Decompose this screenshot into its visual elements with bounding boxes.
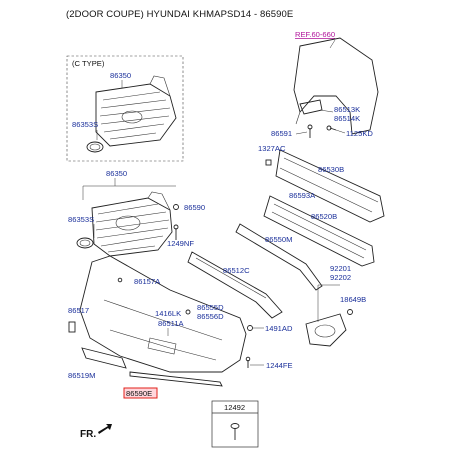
fender-bracket[interactable]	[299, 99, 323, 115]
label-86590[interactable]: 86590	[184, 203, 205, 212]
front-fender[interactable]	[293, 37, 379, 135]
page-title: (2DOOR COUPE) HYUNDAI KHMAPSD14 - 86590E	[66, 9, 294, 20]
ref-label[interactable]: REF.60-660	[295, 30, 335, 39]
fog-lamp-bulb[interactable]	[347, 309, 353, 315]
label-86513k[interactable]: 86513K	[334, 105, 360, 114]
front-direction-arrow-icon	[98, 424, 112, 434]
emblem[interactable]	[76, 237, 94, 249]
label-1249nf[interactable]: 1249NF	[167, 239, 194, 248]
screw-12492[interactable]	[230, 423, 240, 441]
front-grille[interactable]	[91, 191, 173, 257]
bolt-86591[interactable]	[307, 124, 313, 138]
label-86593a[interactable]: 86593A	[289, 191, 316, 200]
clip-1416lk[interactable]	[185, 309, 191, 315]
label-1416lk[interactable]: 1416LK	[155, 309, 181, 318]
license-plate-bracket[interactable]	[81, 347, 127, 369]
label-1244fe[interactable]: 1244FE	[266, 361, 293, 370]
screw-1244fe[interactable]	[245, 356, 251, 368]
screw-86157a[interactable]	[117, 277, 123, 283]
label-12492[interactable]: 12492	[224, 403, 245, 412]
front-bumper-cover[interactable]	[79, 255, 247, 373]
label-92201[interactable]: 92201	[330, 264, 351, 273]
clip-86517[interactable]	[68, 321, 76, 333]
label-1491ad[interactable]: 1491AD	[265, 324, 293, 333]
label-1327ac[interactable]: 1327AC	[258, 144, 286, 153]
label-86350[interactable]: 86350	[106, 169, 127, 178]
nut-1327ac[interactable]	[265, 159, 272, 166]
emblem-c-type[interactable]	[86, 141, 104, 153]
c-type-inset-frame	[66, 55, 184, 162]
bumper-lower-strip[interactable]	[129, 371, 223, 387]
grille-bolt-1249nf[interactable]	[173, 224, 179, 240]
label-86353s-inset[interactable]: 86353S	[72, 120, 98, 129]
label-86591[interactable]: 86591	[271, 129, 292, 138]
screw-1125kd[interactable]	[326, 125, 337, 131]
label-86514k[interactable]: 86514K	[334, 114, 360, 123]
c-type-label: (C TYPE)	[72, 59, 105, 68]
part-12492-box	[211, 400, 259, 448]
grille-screw-86590[interactable]	[173, 204, 179, 210]
label-86555d[interactable]: 86555D	[197, 303, 224, 312]
label-86512c[interactable]: 86512C	[223, 266, 250, 275]
fog-lamp-bezel[interactable]	[305, 313, 347, 347]
label-18649b[interactable]: 18649B	[340, 295, 366, 304]
label-86157a[interactable]: 86157A	[134, 277, 161, 286]
grille-c-type[interactable]	[95, 75, 177, 147]
label-86350-inset[interactable]: 86350	[110, 71, 131, 80]
energy-absorber[interactable]	[263, 195, 375, 267]
highlight-86590e-box	[123, 387, 158, 399]
label-86550m[interactable]: 86550M	[265, 235, 292, 244]
lower-grille[interactable]	[187, 251, 283, 319]
fr-label: FR.	[80, 429, 96, 440]
label-86520b[interactable]: 86520B	[311, 212, 337, 221]
label-86517[interactable]: 86517	[68, 306, 89, 315]
label-86590e[interactable]: 86590E	[126, 389, 152, 398]
label-92202[interactable]: 92202	[330, 273, 351, 282]
bumper-upper-cover[interactable]	[235, 223, 323, 291]
label-86556d[interactable]: 86556D	[197, 312, 224, 321]
label-86530b[interactable]: 86530B	[318, 165, 344, 174]
label-1125kd[interactable]: 1125KD	[346, 129, 373, 138]
label-86519m[interactable]: 86519M	[68, 371, 95, 380]
label-86353s[interactable]: 86353S	[68, 215, 94, 224]
clip-1491ad[interactable]	[247, 325, 253, 331]
label-86511a[interactable]: 86511A	[158, 319, 185, 328]
bumper-back-beam[interactable]	[275, 149, 385, 223]
